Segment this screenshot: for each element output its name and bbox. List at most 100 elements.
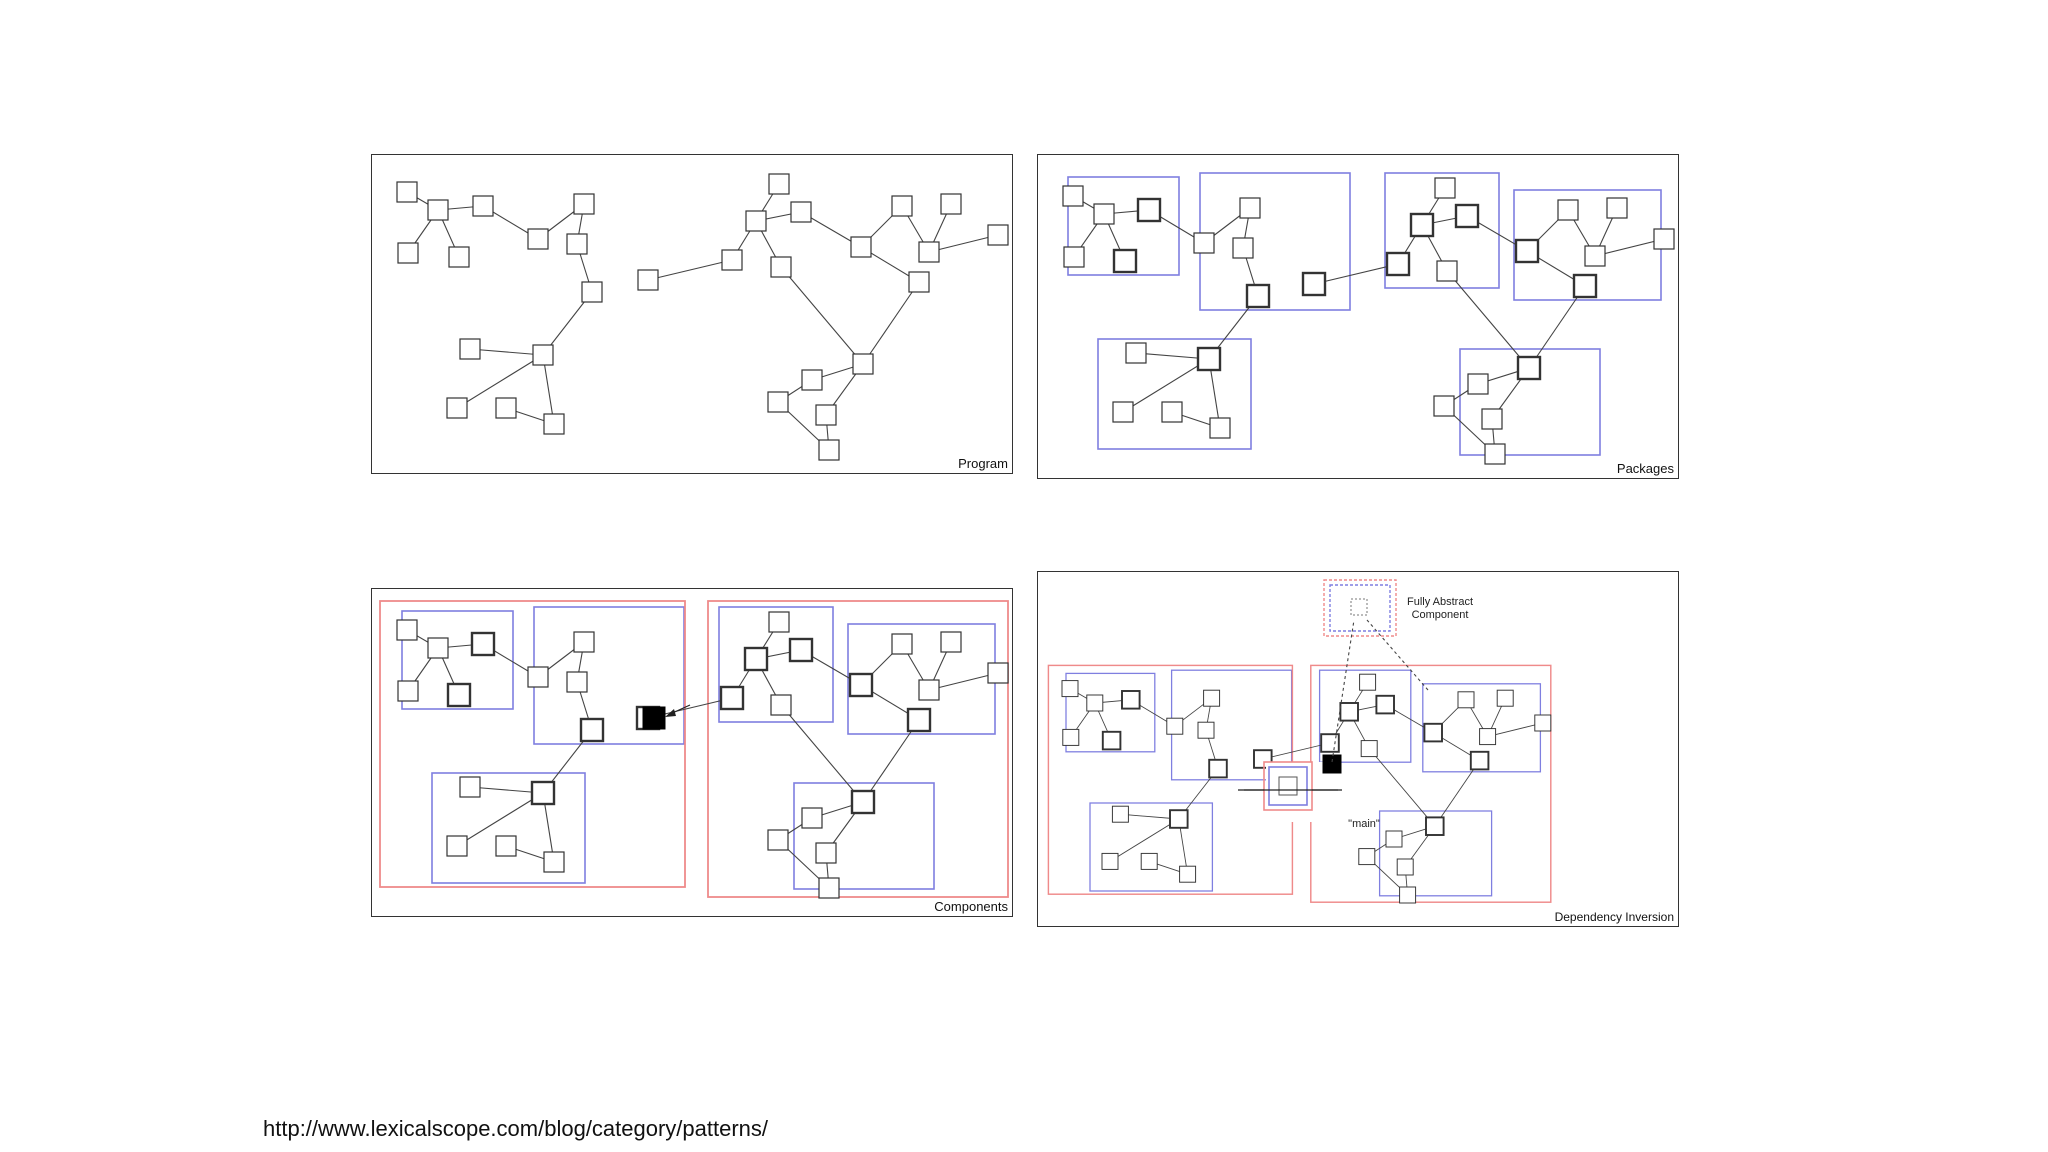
class-node [721, 249, 743, 271]
class-node [940, 193, 962, 215]
class-node [987, 662, 1009, 684]
class-node [1093, 203, 1115, 225]
class-node [1193, 232, 1215, 254]
component-box [1310, 664, 1552, 903]
class-node [767, 391, 789, 413]
class-node [397, 242, 419, 264]
dependency-edge [542, 354, 555, 425]
class-node [1358, 848, 1376, 866]
class-node [1375, 694, 1395, 715]
class-node [1125, 342, 1147, 364]
class-node [446, 835, 468, 857]
class-node [1469, 750, 1490, 771]
class-node [427, 637, 449, 659]
class-node [543, 851, 565, 873]
dependency-edge [1368, 748, 1436, 827]
dependency-edge [1528, 285, 1586, 369]
class-node [767, 829, 789, 851]
class-node [745, 210, 767, 232]
class-node [1479, 728, 1497, 746]
class-node [527, 228, 549, 250]
class-node [1062, 185, 1084, 207]
abstract-component-box [1323, 579, 1397, 637]
class-node [908, 271, 930, 293]
class-node [743, 646, 769, 672]
class-node [818, 877, 840, 899]
package-box [1378, 810, 1493, 897]
class-node [1062, 728, 1080, 746]
dependency-edge [780, 704, 864, 803]
class-node [891, 633, 913, 655]
dependency-edge [1446, 270, 1530, 369]
class-node [850, 789, 876, 815]
dependency-edge [469, 348, 544, 356]
class-node [918, 241, 940, 263]
class-node [1359, 673, 1377, 691]
dependency-edge [647, 259, 733, 281]
class-node [1496, 689, 1514, 707]
abstract-component-label: Fully Abstract Component [1406, 596, 1474, 621]
graph-layer [379, 600, 1009, 899]
class-node [1409, 212, 1435, 238]
class-node [1101, 730, 1122, 751]
class-node [1481, 408, 1503, 430]
main-component-box [1263, 761, 1313, 811]
package-box [718, 606, 834, 723]
class-node [579, 717, 605, 743]
class-node [790, 201, 812, 223]
graph-layer [1062, 172, 1675, 465]
package-box [1065, 672, 1156, 753]
dependency-edge [456, 792, 544, 847]
class-node [1203, 689, 1221, 707]
package-box [431, 772, 586, 884]
class-node [850, 236, 872, 258]
class-node [446, 397, 468, 419]
class-node [1112, 401, 1134, 423]
class-node [637, 269, 659, 291]
class-node [1301, 271, 1327, 297]
dependency-edge [862, 719, 920, 803]
class-node [1121, 690, 1141, 710]
dependency-edge [456, 354, 544, 409]
class-node [1061, 680, 1079, 698]
class-node [1534, 714, 1552, 732]
class-node [1606, 197, 1628, 219]
dependency-inversion-panel: Dependency Inversion [1037, 571, 1679, 927]
dependency-edge [1109, 818, 1180, 862]
packages-graph [1062, 172, 1675, 465]
abstract-node [1350, 598, 1368, 616]
class-node [1457, 691, 1475, 709]
class-node [940, 631, 962, 653]
class-node [1239, 197, 1261, 219]
package-box [1384, 172, 1500, 289]
class-node [1086, 694, 1104, 712]
main-package-box [1268, 766, 1308, 806]
package-box [1459, 348, 1601, 456]
class-node [1433, 395, 1455, 417]
package-box [1067, 176, 1180, 276]
class-node [1232, 237, 1254, 259]
abstract-package-box [1329, 584, 1391, 632]
class-node [852, 353, 874, 375]
program-panel: Program [371, 154, 1013, 474]
class-node [987, 224, 1009, 246]
class-node [532, 344, 554, 366]
class-node [1514, 238, 1540, 264]
class-node [396, 619, 418, 641]
class-node [1063, 246, 1085, 268]
class-node [1454, 203, 1480, 229]
class-node [818, 439, 840, 461]
class-node [1584, 245, 1606, 267]
class-node [397, 680, 419, 702]
component-box [707, 600, 1009, 898]
class-node [770, 694, 792, 716]
class-node [1423, 722, 1443, 743]
class-node [543, 413, 565, 435]
class-node [573, 193, 595, 215]
interface-node-filled [1322, 754, 1342, 774]
components-label: Components [934, 899, 1008, 914]
class-node [891, 195, 913, 217]
class-node [801, 369, 823, 391]
package-box [793, 782, 935, 890]
class-node [1516, 355, 1542, 381]
